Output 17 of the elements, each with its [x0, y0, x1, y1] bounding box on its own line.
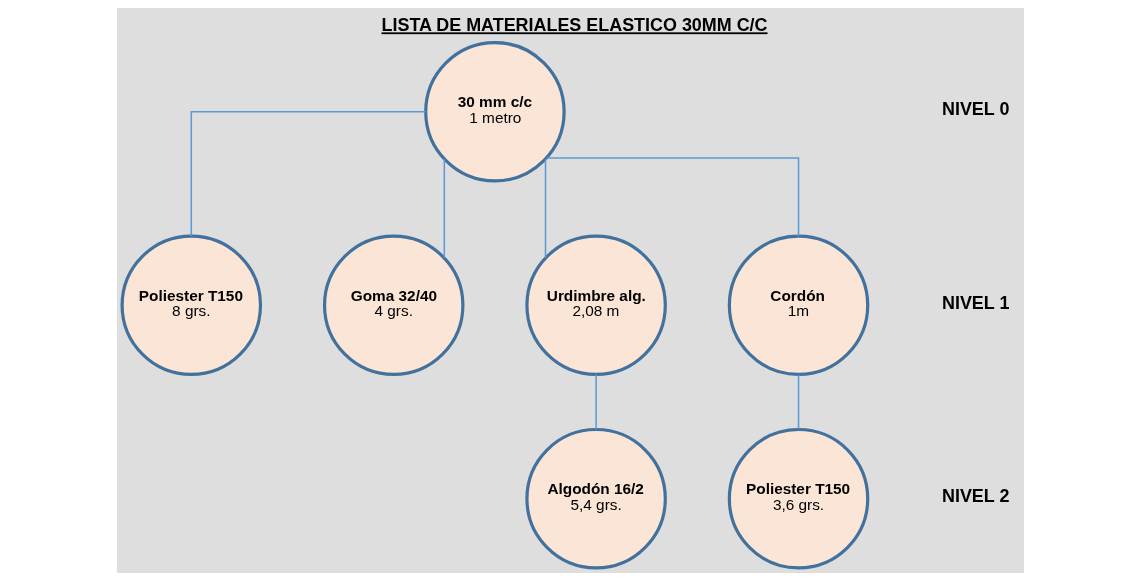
node-circle: Algodón 16/2 5,4 grs. [525, 427, 667, 570]
node-circle: Cordón 1m [727, 234, 870, 376]
connector [190, 111, 427, 237]
connector [443, 158, 446, 259]
connector [797, 373, 800, 430]
label: NIVEL 1 [942, 292, 1010, 313]
label: NIVEL 0 [942, 99, 1010, 120]
connector [544, 158, 547, 259]
node-circle: Poliester T150 3,6 grs. [727, 427, 870, 570]
node-circle: Goma 32/40 4 grs. [322, 234, 465, 376]
connector [546, 157, 800, 237]
label: NIVEL 2 [942, 486, 1010, 507]
node-circle: Poliester T150 8 grs. [120, 234, 263, 376]
connector [595, 373, 597, 430]
diagram-title: LISTA DE MATERIALES ELASTICO 30MM C/C [381, 15, 768, 36]
node-circle: Urdimbre alg. 2,08 m [525, 234, 667, 376]
node-circle: 30 mm c/c 1 metro [424, 41, 566, 183]
